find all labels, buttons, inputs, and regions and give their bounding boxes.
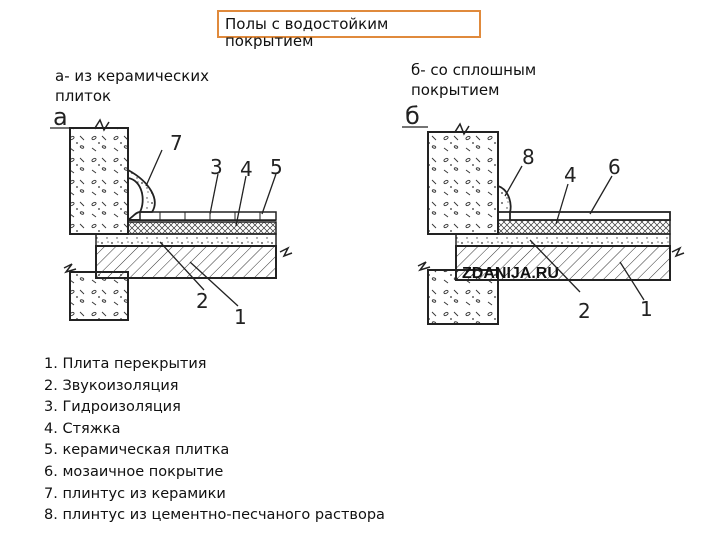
screed-a <box>127 221 277 235</box>
callout-b-2: 2 <box>578 299 591 323</box>
legend-item: 3. Гидроизоляция <box>44 399 181 416</box>
figure-a-letter: а <box>53 103 68 131</box>
title-box: Полы с водостойким покрытием <box>217 10 481 50</box>
callout-b-4: 4 <box>564 163 577 187</box>
screed-b <box>497 219 671 235</box>
legend-list: 1. Плита перекрытия 2. Звукоизоляция 3. … <box>44 354 464 527</box>
slab-a <box>95 245 277 279</box>
sound-insulation-b <box>455 233 671 247</box>
callout-a-4: 4 <box>240 157 253 181</box>
callout-lines-b <box>504 165 645 301</box>
callout-a-7: 7 <box>170 131 183 155</box>
break-mark-b-top <box>454 122 470 136</box>
break-mark-b-left <box>417 261 431 272</box>
callout-b-6: 6 <box>608 155 621 179</box>
break-mark-a-top <box>94 118 110 132</box>
figure-b-letter: б <box>405 102 420 130</box>
figure-b: б ZDANIJA.RU 8 4 6 2 1 <box>402 102 685 325</box>
sound-insulation-a <box>95 233 277 247</box>
break-mark-a-right <box>279 246 293 258</box>
watermark: ZDANIJA.RU <box>462 265 559 282</box>
tile-joints-a <box>159 212 261 220</box>
legend-item: 6. мозаичное покрытие <box>44 463 224 480</box>
break-mark-a-left <box>63 263 77 274</box>
legend-item: 5. керамическая плитка <box>44 442 230 459</box>
caption-a: а- из керамических плиток <box>55 67 209 105</box>
mosaic-layer-b <box>509 211 671 221</box>
callout-a-5: 5 <box>270 155 283 179</box>
figure-a: а 7 3 4 5 <box>50 103 293 329</box>
title-text: Полы с водостойким покрытием <box>225 15 389 50</box>
caption-b: б- со сплошным покрытием <box>411 61 537 99</box>
tile-layer-a <box>139 211 277 221</box>
wall-a <box>69 127 129 235</box>
callout-b-8: 8 <box>522 145 535 169</box>
legend-item: 4. Стяжка <box>44 420 121 437</box>
legend-item: 8. плинтус из цементно-песчаного раствор… <box>44 507 385 524</box>
callout-a-1: 1 <box>234 305 247 329</box>
callout-a-3: 3 <box>210 155 223 179</box>
wall-a-lower <box>69 271 129 321</box>
legend-item: 2. Звукоизоляция <box>44 377 179 394</box>
break-mark-b-right <box>671 246 685 258</box>
callout-a-2: 2 <box>196 289 209 313</box>
skirting-b <box>497 184 512 213</box>
skirting-a <box>127 168 156 213</box>
wall-b <box>427 131 499 235</box>
legend-item: 7. плинтус из керамики <box>44 485 226 502</box>
legend-item: 1. Плита перекрытия <box>44 356 207 372</box>
callout-lines-a <box>145 149 277 307</box>
callout-b-1: 1 <box>640 297 653 321</box>
